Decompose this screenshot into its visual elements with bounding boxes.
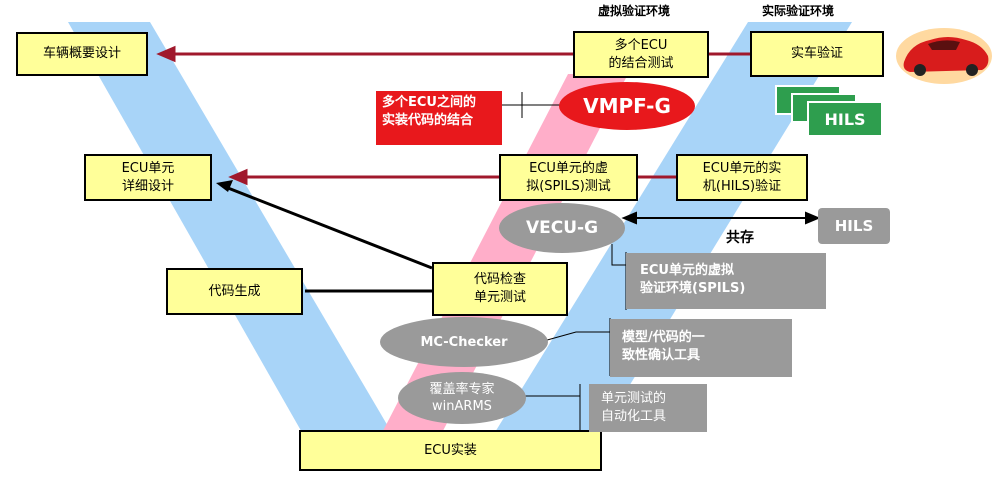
detail-design-arrow: [227, 186, 433, 270]
multi-ecu-test-box: 多个ECU 的结合测试: [573, 31, 709, 78]
ecu-real-test-box: ECU单元的实 机(HILS)验证: [676, 154, 808, 201]
ecu-detail-design-box: ECU单元 详细设计: [84, 154, 212, 201]
ecu-impl-box: ECU实装: [299, 430, 602, 471]
multi-ecu-combo-callout: 多个ECU之间的 实装代码的结合: [376, 91, 502, 145]
coexist-label: 共存: [726, 230, 754, 246]
code-gen-box: 代码生成: [166, 268, 303, 315]
coexist-arrow: [621, 211, 821, 225]
hils-stack-icon: [775, 85, 883, 137]
hils-stack-label: HILS: [824, 109, 866, 129]
red-arrows: [156, 45, 750, 186]
vmpf-g-ellipse: VMPF-G: [559, 82, 695, 130]
spils-env-box: ECU单元的虚拟 验证环境(SPILS): [626, 253, 826, 309]
real-env-header: 实际验证环境: [762, 4, 835, 18]
code-check-box: 代码检查 单元测试: [432, 262, 568, 316]
vecu-g-ellipse: VECU-G: [499, 203, 625, 253]
coverage-expert-ellipse: 覆盖率专家 winARMS: [398, 372, 526, 424]
hils-box: HILS: [818, 208, 890, 244]
car-icon: [896, 28, 992, 84]
blue-band-right: [484, 22, 852, 450]
real-vehicle-box: 实车验证: [750, 31, 884, 77]
unit-test-tool-box: 单元测试的 自动化工具: [589, 384, 707, 432]
virtual-env-header: 虚拟验证环境: [598, 4, 671, 18]
model-code-tool-box: 模型/代码的一 致性确认工具: [610, 319, 792, 377]
blue-band-left: [68, 22, 402, 450]
mc-checker-ellipse: MC-Checker: [380, 317, 548, 367]
vehicle-design-box: 车辆概要设计: [16, 32, 148, 76]
ecu-virtual-test-box: ECU单元的虚 拟(SPILS)测试: [499, 154, 638, 201]
